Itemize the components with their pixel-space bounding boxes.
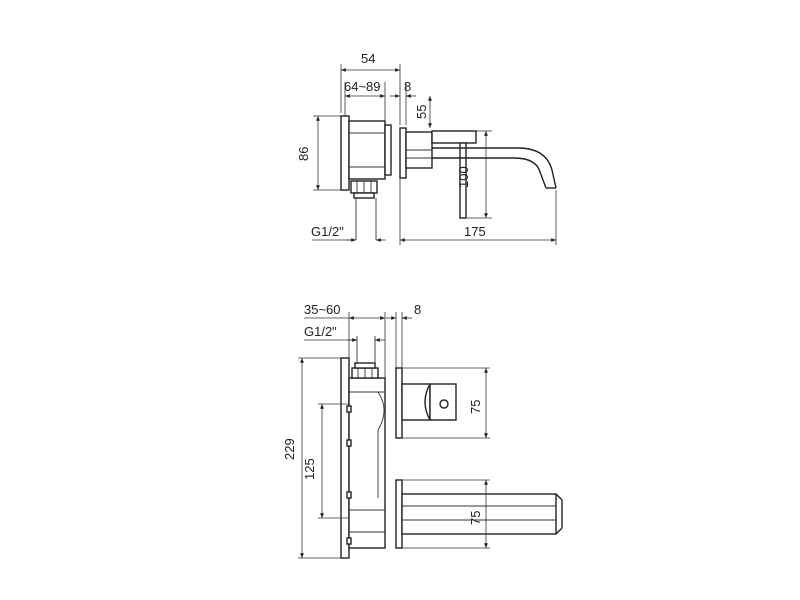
front-view-spout: [401, 493, 557, 535]
side-view-dim-spout-height: 100: [456, 166, 471, 188]
front-view-dim-thread: G1/2": [304, 324, 337, 339]
side-view-handle: [431, 130, 477, 144]
front-view: 35~60 8 G1/2" 229 125 75 75: [282, 302, 563, 559]
side-view-dim-spout-length: 175: [464, 224, 486, 239]
side-view-spout: [432, 157, 547, 189]
front-view-dim-plate: 8: [414, 302, 421, 317]
side-view-dim-height: 86: [296, 147, 311, 161]
front-view-dim-spout-plate: 75: [468, 511, 483, 525]
side-view-dim-plate: 8: [404, 79, 411, 94]
front-view-dim-handle-plate: 75: [468, 400, 483, 414]
side-view-wall-plate: [399, 127, 407, 179]
side-view-body: [348, 120, 386, 180]
front-view-back-plate: [340, 357, 350, 559]
front-view-spout-plate: [395, 479, 403, 549]
front-view-dim-total-height: 229: [282, 438, 297, 460]
side-view-dim-width: 54: [361, 51, 375, 66]
side-view-dim-depth-range: 64~89: [344, 79, 381, 94]
front-view-handle-plate: [395, 367, 403, 439]
front-view-body: [348, 377, 386, 549]
front-view-dim-depth-range: 35~60: [304, 302, 341, 317]
side-view-dim-offset: 55: [414, 105, 429, 119]
front-view-indicator: [439, 399, 449, 409]
side-view: 54 64~89 8 55 86 100 G1/2" 175: [296, 51, 557, 245]
front-view-dim-center-distance: 125: [302, 458, 317, 480]
side-view-dim-thread: G1/2": [311, 224, 344, 239]
side-view-flange: [340, 115, 350, 191]
